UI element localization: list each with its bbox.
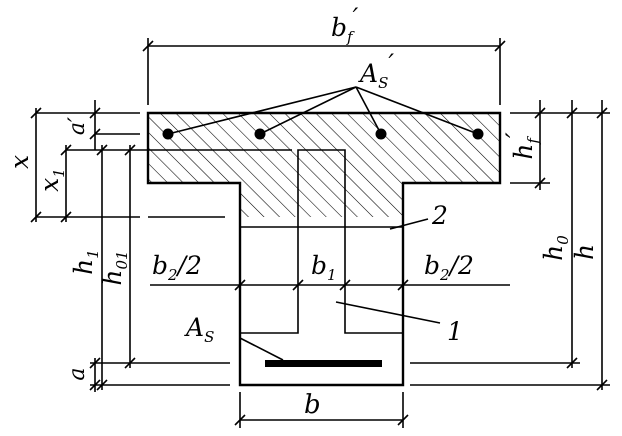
t-section-outline — [146, 111, 502, 387]
label-a: a — [65, 367, 90, 380]
label-h: h — [570, 244, 599, 260]
label-b2-half-right: b2/2 — [424, 251, 474, 284]
label-hf-prime: hf′ — [501, 132, 542, 160]
tension-rebar — [265, 360, 382, 367]
callout-1-leader — [335, 301, 441, 324]
compression-zone-hatch — [148, 113, 500, 217]
label-x1: x1 — [35, 168, 68, 192]
inner-web-outline — [240, 149, 403, 334]
label-h0: h0 — [539, 235, 572, 261]
label-b1: b1 — [311, 251, 337, 284]
label-x: x — [5, 155, 34, 169]
label-bf-prime: bf′ — [331, 3, 359, 46]
label-as-prime: AS′ — [358, 49, 394, 92]
as-prime-leaders — [167, 86, 479, 135]
label-h1: h1 — [69, 249, 102, 275]
as-leader — [239, 337, 284, 361]
label-a-prime: a′ — [65, 117, 90, 135]
callout-1: 1 — [447, 317, 463, 346]
callout-2: 2 — [431, 201, 448, 230]
label-b: b — [304, 390, 321, 420]
label-b2-half-left: b2/2 — [152, 251, 202, 284]
callout-2-leader — [389, 218, 429, 230]
label-h01: h01 — [98, 250, 131, 285]
label-as: AS — [184, 313, 214, 346]
